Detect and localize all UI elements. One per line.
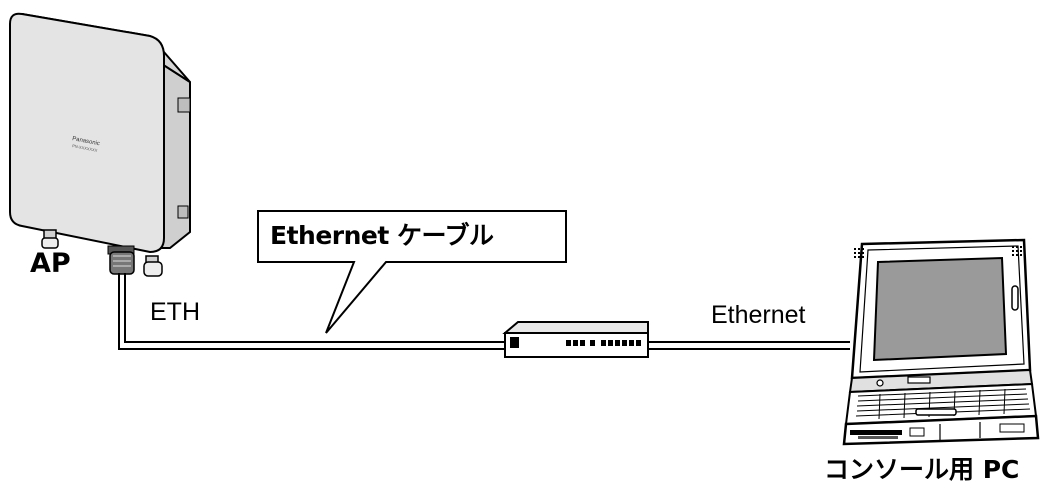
cable-callout-label: Ethernet ケーブル (270, 221, 494, 250)
cable-callout (257, 210, 567, 334)
ap-connectors (41, 229, 163, 277)
eth-port-label: ETH (150, 298, 200, 326)
access-point-icon: Panasonic PN-XXXXXXX (9, 12, 191, 277)
ap-label: AP (30, 248, 71, 279)
network-switch-icon (502, 321, 649, 358)
pc-ethernet-cable (648, 341, 850, 350)
console-pc-label: コンソール用 PC (824, 455, 1020, 484)
laptop-icon (842, 238, 1040, 446)
ap-model-text: PN-XXXXXXX (72, 143, 98, 153)
pc-ethernet-label: Ethernet (711, 301, 806, 329)
ethernet-cable (118, 273, 505, 350)
ap-brand-text: Panasonic (72, 136, 101, 147)
